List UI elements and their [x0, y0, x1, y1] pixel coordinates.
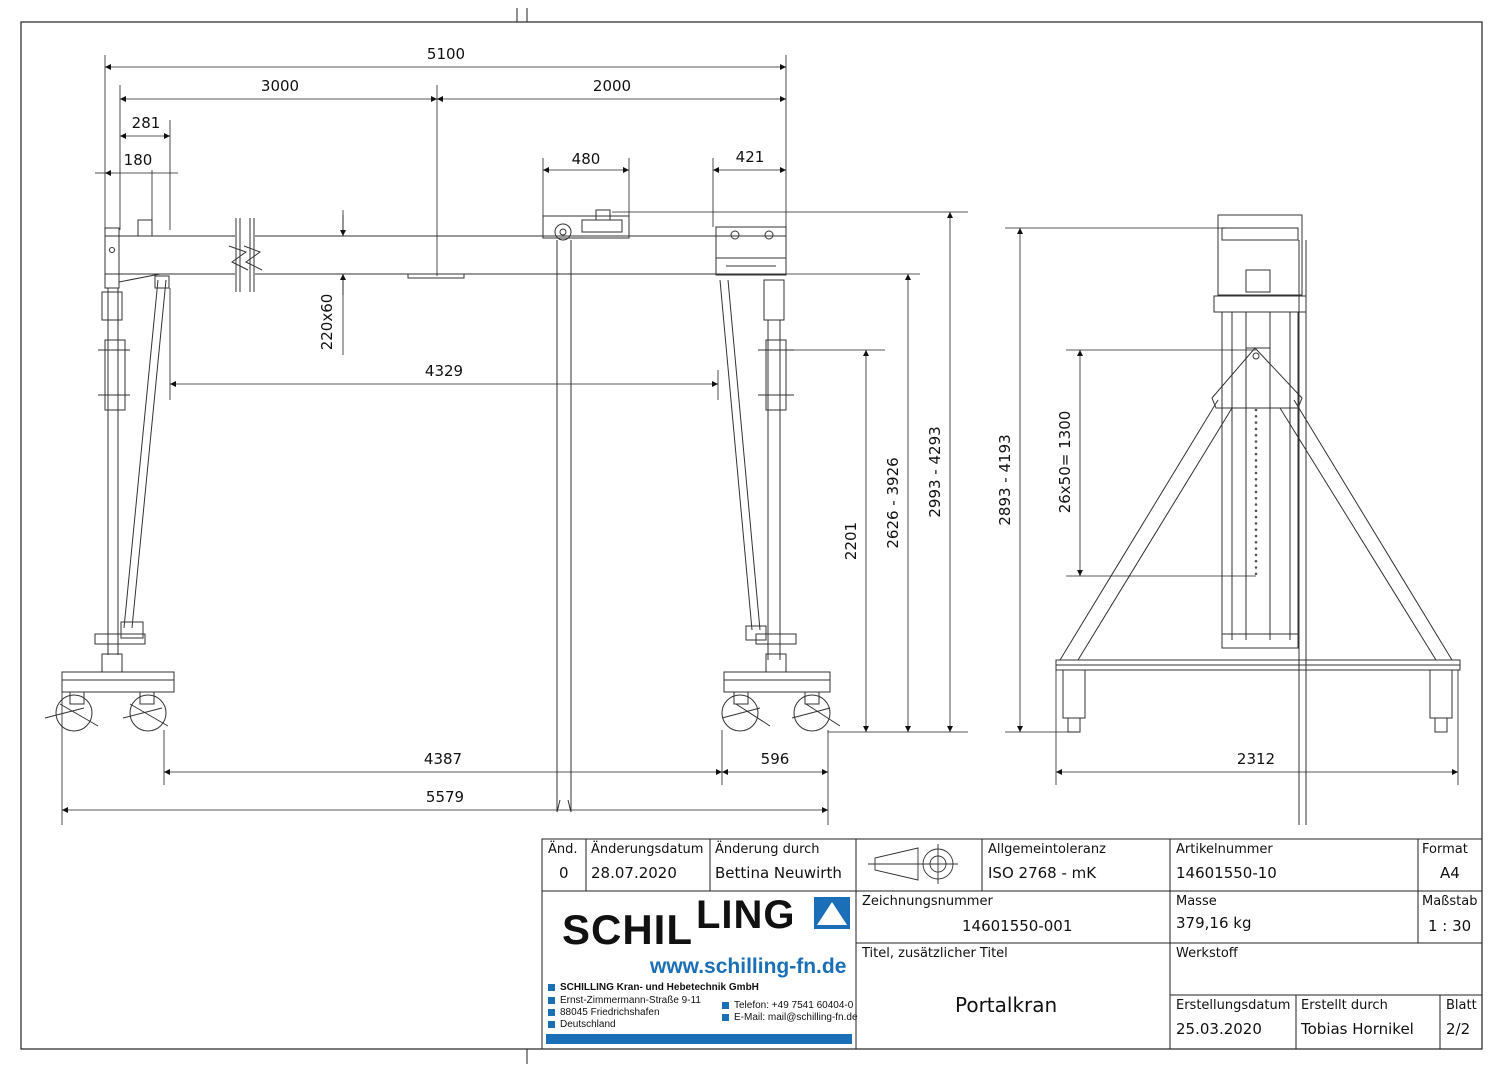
blatt-value: 2/2	[1446, 1020, 1471, 1038]
mast-hole	[1254, 534, 1258, 538]
front-view	[44, 209, 841, 813]
mast-hole	[1254, 496, 1258, 500]
massstab-label: Maßstab	[1422, 894, 1478, 909]
logo-triangle-icon	[817, 902, 847, 925]
dim-2893-4193: 2893 - 4193	[996, 434, 1014, 525]
blatt-label: Blatt	[1446, 998, 1477, 1013]
zeichnung-value: 14601550-001	[962, 917, 1073, 935]
dim-2312: 2312	[1237, 750, 1275, 768]
company-email[interactable]: E-Mail: mail@schilling-fn.de	[734, 1012, 858, 1023]
artikel-label: Artikelnummer	[1176, 842, 1273, 857]
mast-hole	[1254, 553, 1258, 557]
mast-hole	[1254, 478, 1258, 481]
dim-281: 281	[132, 114, 161, 132]
hole-row	[1254, 408, 1258, 576]
front-view-dimensions	[61, 55, 968, 825]
mast-hole	[1254, 459, 1258, 462]
dim-220x60: 220x60	[318, 294, 336, 351]
mast-hole	[1254, 503, 1258, 506]
format-value: A4	[1440, 864, 1460, 882]
toleranz-label: Allgemeintoleranz	[988, 842, 1106, 857]
mast-hole	[1254, 515, 1258, 519]
erstellt-value: Tobias Hornikel	[1301, 1020, 1414, 1038]
logo-text-left: SCHIL	[562, 906, 693, 953]
mast-hole	[1254, 415, 1258, 418]
mast-hole	[1254, 559, 1258, 563]
company-name: SCHILLING Kran- und Hebetechnik GmbH	[560, 982, 759, 993]
dim-596: 596	[761, 750, 790, 768]
titel-label: Titel, zusätzlicher Titel	[862, 946, 1008, 961]
artikel-value: 14601550-10	[1176, 864, 1277, 882]
mast-hole	[1254, 427, 1258, 431]
dim-26x50: 26x50= 1300	[1056, 411, 1074, 514]
erstellt-label: Erstellt durch	[1301, 998, 1388, 1013]
dim-2201: 2201	[842, 522, 860, 560]
logo-text-right: LING	[696, 893, 796, 937]
dim-3000: 3000	[261, 77, 299, 95]
mast-hole	[1254, 522, 1258, 525]
dim-2993-4293: 2993 - 4293	[926, 426, 944, 517]
company-city: 88045 Friedrichshafen	[560, 1007, 660, 1018]
side-view	[1055, 214, 1461, 825]
masse-label: Masse	[1176, 894, 1217, 909]
aenderung-durch-value: Bettina Neuwirth	[715, 864, 842, 882]
mast-hole	[1254, 408, 1258, 412]
mast-hole	[1254, 471, 1258, 475]
erstellungsdatum-label: Erstellungsdatum	[1176, 998, 1291, 1013]
mast-hole	[1254, 440, 1258, 443]
toleranz-value: ISO 2768 - mK	[988, 864, 1097, 882]
dim-180: 180	[124, 151, 153, 169]
dim-4329: 4329	[425, 362, 463, 380]
erstellungsdatum-value: 25.03.2020	[1176, 1020, 1262, 1038]
title-block-grid	[541, 838, 1483, 1050]
dim-2000: 2000	[593, 77, 631, 95]
dim-5100: 5100	[427, 45, 465, 63]
werkstoff-label: Werkstoff	[1176, 946, 1238, 961]
aenderungsdatum-value: 28.07.2020	[591, 864, 677, 882]
address-bullets	[548, 984, 729, 1028]
aenderung-durch-label: Änderung durch	[715, 842, 820, 857]
mast-hole	[1254, 528, 1258, 531]
format-label: Format	[1422, 842, 1468, 857]
dim-421: 421	[736, 148, 765, 166]
mast-hole	[1254, 541, 1258, 544]
mast-hole	[1254, 566, 1258, 569]
mast-hole	[1254, 509, 1258, 513]
mast-hole	[1254, 452, 1258, 456]
mast-hole	[1254, 547, 1258, 550]
massstab-value: 1 : 30	[1428, 917, 1472, 935]
masse-value: 379,16 kg	[1176, 914, 1252, 932]
aenderungsdatum-label: Änderungsdatum	[591, 842, 704, 857]
mast-hole	[1254, 446, 1258, 450]
dim-5579: 5579	[426, 788, 464, 806]
aend-value: 0	[559, 864, 569, 882]
dim-480: 480	[572, 150, 601, 168]
mast-hole	[1254, 421, 1258, 424]
mast-hole	[1254, 433, 1258, 437]
side-view-dimensions	[1005, 227, 1459, 785]
mast-hole	[1254, 490, 1258, 494]
company-country: Deutschland	[560, 1019, 616, 1030]
company-phone: Telefon: +49 7541 60404-0	[734, 1000, 854, 1011]
website-link[interactable]: www.schilling-fn.de	[650, 955, 847, 978]
dim-2626-3926: 2626 - 3926	[884, 457, 902, 548]
projection-symbol-icon	[868, 844, 958, 884]
dim-4387: 4387	[424, 750, 462, 768]
mast-hole	[1254, 484, 1258, 487]
brand-bar	[546, 1034, 852, 1044]
aend-label: Änd.	[548, 842, 578, 857]
mast-hole	[1254, 465, 1258, 469]
mast-hole	[1254, 572, 1258, 576]
zeichnung-label: Zeichnungsnummer	[862, 894, 993, 909]
company-street: Ernst-Zimmermann-Straße 9-11	[560, 995, 701, 1006]
titel-value: Portalkran	[955, 993, 1058, 1017]
